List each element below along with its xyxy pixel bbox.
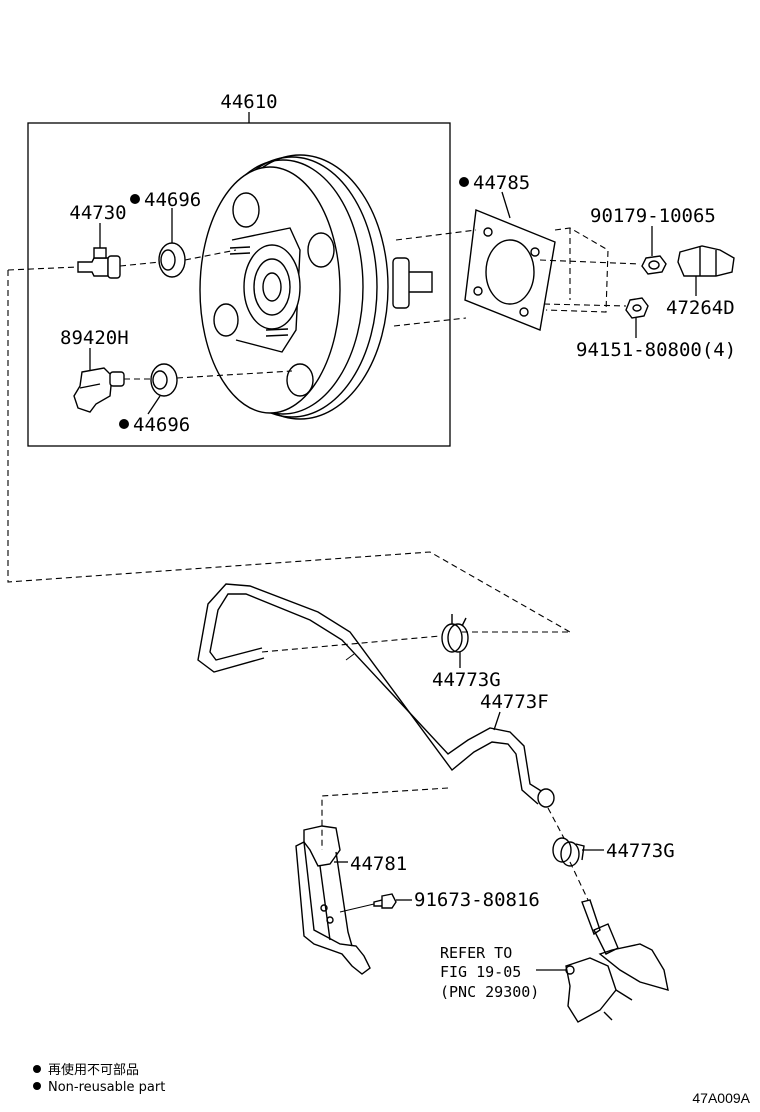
figure-code: 47A009A <box>692 1090 750 1106</box>
part-label-clip-lower[interactable]: 44773G <box>606 840 675 862</box>
vacuum-sensor[interactable] <box>73 367 125 413</box>
part-label-nut[interactable]: 94151-80800(4) <box>576 339 736 361</box>
push-rod-clevis[interactable] <box>677 245 735 277</box>
hose-clip-lower[interactable] <box>552 837 585 867</box>
legend-japanese: 再使用不可部品 <box>48 1062 139 1078</box>
check-valve[interactable] <box>77 247 121 279</box>
reference-line-1[interactable]: REFER TO <box>440 944 512 962</box>
reference-line-3[interactable]: (PNC 29300) <box>440 983 539 1001</box>
part-label-clevis[interactable]: 47264D <box>666 297 735 319</box>
part-label-bolt[interactable]: 91673-80816 <box>414 889 540 911</box>
non-reusable-dot-upper <box>130 194 140 204</box>
reference-line-2[interactable]: FIG 19-05 <box>440 963 521 981</box>
part-label-gasket[interactable]: 44785 <box>473 172 530 194</box>
booster-assembly-box <box>27 122 451 447</box>
flange-nut[interactable] <box>625 297 649 319</box>
part-label-bracket[interactable]: 44781 <box>350 853 407 875</box>
legend-dot-2 <box>33 1082 41 1090</box>
vacuum-hose[interactable] <box>197 583 555 808</box>
intake-manifold-reference[interactable] <box>565 899 669 1023</box>
clevis-lock-nut[interactable] <box>641 255 667 275</box>
non-reusable-dot-gasket <box>459 177 469 187</box>
part-label-clip-upper[interactable]: 44773G <box>432 669 501 691</box>
part-label-grommet-lower[interactable]: 44696 <box>133 414 190 436</box>
part-label-sensor[interactable]: 89420H <box>60 327 129 349</box>
part-label-clevis-nut[interactable]: 90179-10065 <box>590 205 716 227</box>
legend-dot-1 <box>33 1065 41 1073</box>
grommet-lower[interactable] <box>150 363 178 397</box>
brake-booster[interactable] <box>199 154 433 420</box>
grommet-upper[interactable] <box>158 242 186 278</box>
part-label-booster[interactable]: 44610 <box>220 91 277 113</box>
part-label-check-valve[interactable]: 44730 <box>69 202 126 224</box>
gasket[interactable] <box>464 209 556 331</box>
part-label-hose[interactable]: 44773F <box>480 691 549 713</box>
bracket-bolt[interactable] <box>373 893 397 909</box>
hose-bracket[interactable] <box>295 825 371 975</box>
legend-english: Non-reusable part <box>48 1080 165 1095</box>
part-label-grommet-upper[interactable]: 44696 <box>144 189 201 211</box>
non-reusable-dot-lower <box>119 419 129 429</box>
hose-clip-upper[interactable] <box>441 614 469 653</box>
